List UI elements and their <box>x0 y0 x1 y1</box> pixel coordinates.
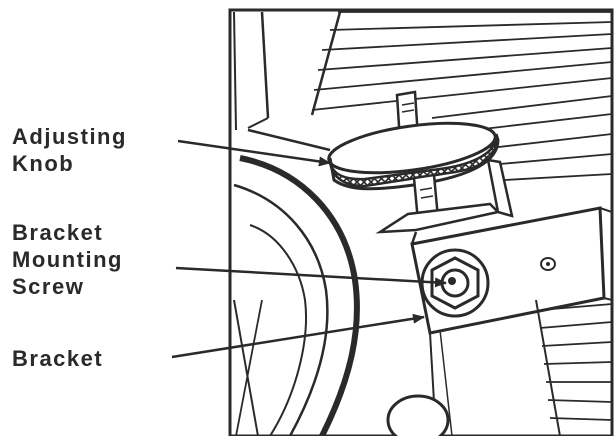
adjusting-knob-assembly <box>327 90 500 223</box>
mounting-screw <box>420 248 490 318</box>
label-bracket: Bracket <box>12 346 104 371</box>
arrow-bracket <box>171 313 425 359</box>
lower-details <box>386 299 561 436</box>
leader-arrows <box>171 139 447 359</box>
arrow-adjusting-knob <box>177 139 331 167</box>
upper-panels <box>233 11 342 152</box>
label-bracket-mounting-screw: Bracket Mounting Screw <box>12 220 123 299</box>
rounded-housing <box>233 155 360 436</box>
arrow-bracket-mounting-screw <box>175 266 447 288</box>
illustration-body <box>233 11 612 436</box>
label-adjusting-knob: Adjusting Knob <box>12 124 127 176</box>
